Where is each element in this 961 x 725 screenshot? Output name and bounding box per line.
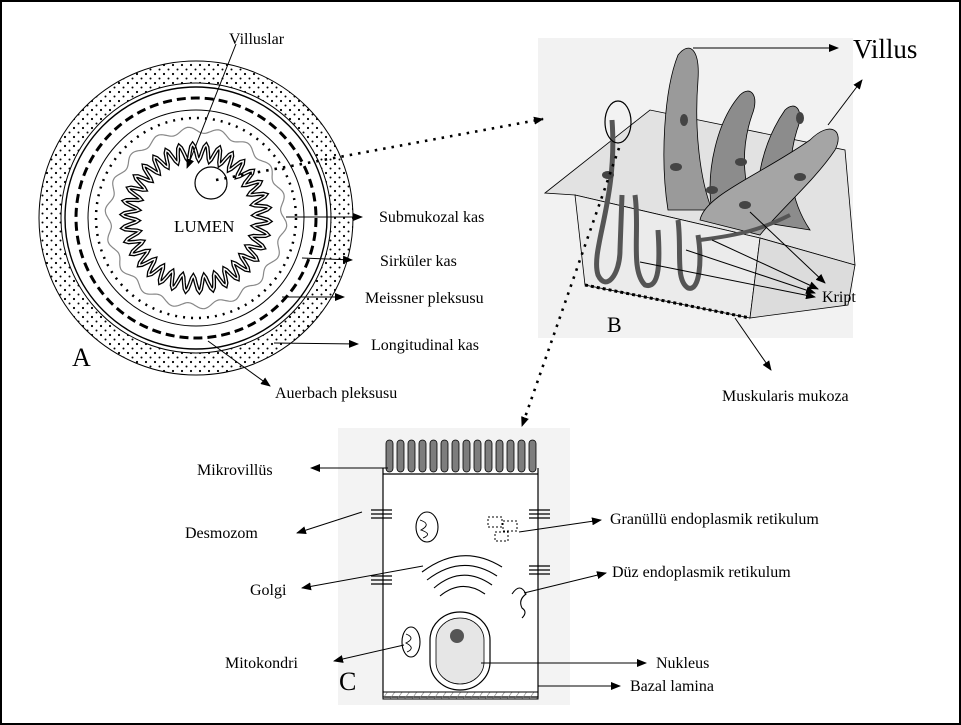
panel-letter-c: C bbox=[339, 667, 356, 696]
label-desmozom: Desmozom bbox=[185, 525, 258, 542]
label-lumen: LUMEN bbox=[174, 217, 234, 236]
label-muskularis: Muskularis mukoza bbox=[722, 388, 849, 405]
label-bazal: Bazal lamina bbox=[630, 678, 714, 695]
nucleolus bbox=[450, 629, 464, 643]
label-villus: Villus bbox=[853, 34, 917, 64]
label-granullu: Granüllü endoplasmik retikulum bbox=[610, 511, 819, 528]
label-villuslar: Villuslar bbox=[229, 31, 285, 48]
label-sirkuler: Sirküler kas bbox=[380, 253, 457, 270]
mitochondrion-lower bbox=[402, 627, 420, 657]
panel-letter-a: A bbox=[72, 343, 91, 372]
label-golgi: Golgi bbox=[250, 582, 287, 599]
label-submukozal: Submukozal kas bbox=[379, 209, 484, 226]
label-mikrovillus: Mikrovillüs bbox=[197, 462, 273, 479]
panel-letter-b: B bbox=[607, 312, 622, 337]
nucleus bbox=[436, 618, 484, 684]
label-auerbach: Auerbach pleksusu bbox=[275, 385, 397, 402]
panel-b-villus-block bbox=[538, 38, 855, 338]
label-longitudinal: Longitudinal kas bbox=[371, 337, 479, 354]
label-duz: Düz endoplasmik retikulum bbox=[612, 564, 791, 581]
label-meissner: Meissner pleksusu bbox=[365, 290, 484, 307]
label-nukleus: Nukleus bbox=[656, 655, 709, 672]
label-kript: Kript bbox=[822, 289, 856, 306]
label-mitokondri: Mitokondri bbox=[225, 655, 298, 672]
mitochondrion-upper bbox=[416, 512, 438, 542]
